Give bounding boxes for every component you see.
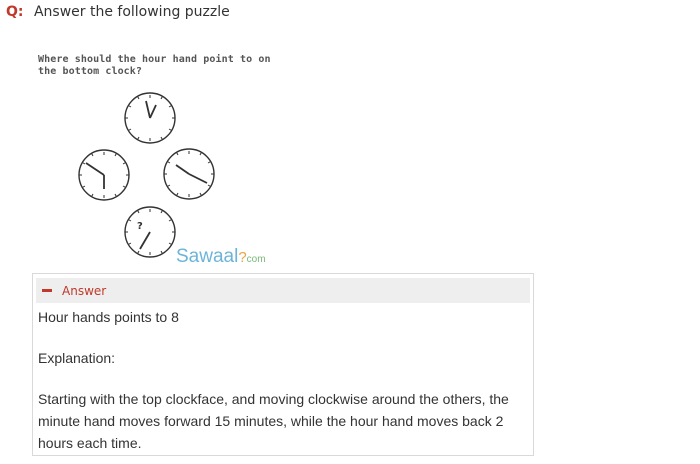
watermark-mark: ? [238,249,246,266]
right-clock-minute-hand [188,173,208,184]
explanation-heading: Explanation: [38,350,116,366]
right-clock-hour-hand [175,164,190,175]
clock-right [163,148,215,200]
puzzle-image: Where should the hour hand point to on t… [36,52,296,270]
left-clock-minute-hand [85,162,105,176]
question-text: Answer the following puzzle [33,4,230,20]
collapse-minus-icon[interactable] [42,289,52,292]
explanation-text: Starting with the top clockface, and mov… [38,391,509,451]
bottom-clock-question-mark: ? [137,221,143,232]
clock-bottom: ? [124,206,176,258]
svg-text:Sawaal?com: Sawaal?com [176,246,266,267]
clock-puzzle-figure: ? Sawaal?com [78,92,266,267]
answer-result: Hour hands points to 8 [38,309,179,325]
clock-left [78,149,130,201]
answer-body: Hour hands points to 8 Explanation: Star… [38,306,523,454]
top-clock-hour-hand [149,104,157,119]
bottom-clock-minute-hand [139,231,151,250]
question-prefix: Q: [6,4,24,20]
question-row: Q: Answer the following puzzle [6,3,230,21]
watermark-suffix: com [247,254,266,265]
answer-toggle[interactable]: Answer [36,278,530,303]
sawaal-watermark: Sawaal?com [176,246,266,267]
puzzle-caption: Where should the hour hand point to on t… [38,54,271,77]
watermark-main: Sawaal [176,246,238,267]
top-clock-minute-hand [145,100,151,119]
answer-panel: Answer Hour hands points to 8 Explanatio… [32,273,534,456]
clock-top [124,92,176,144]
answer-toggle-label[interactable]: Answer [62,283,107,298]
